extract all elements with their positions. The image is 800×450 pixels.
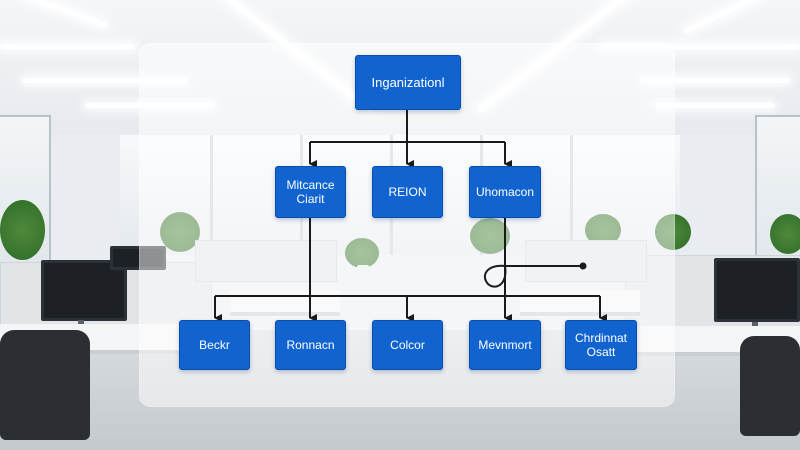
- monitor: [41, 260, 127, 321]
- ceiling-light: [655, 103, 775, 108]
- office-chair: [0, 330, 90, 440]
- node-bottom-1[interactable]: Beckr: [179, 320, 250, 370]
- node-bottom-5[interactable]: Chrdinnat Osatt: [565, 320, 637, 370]
- ceiling-light: [600, 44, 800, 49]
- connector-endpoint-dot: [579, 262, 587, 270]
- node-middle-2[interactable]: REION: [372, 166, 443, 218]
- monitor: [714, 258, 800, 322]
- node-bottom-4[interactable]: Mevnmort: [469, 320, 541, 370]
- node-bottom-2[interactable]: Ronnacn: [275, 320, 346, 370]
- plant: [0, 200, 45, 260]
- plant: [770, 214, 800, 254]
- node-root[interactable]: Inganizationl: [355, 55, 461, 110]
- office-chair: [740, 336, 800, 436]
- ceiling-light: [640, 78, 790, 83]
- node-middle-3[interactable]: Uhomacon: [469, 166, 541, 218]
- node-middle-1[interactable]: Mitcance Ciarit: [275, 166, 346, 218]
- ceiling-light: [0, 44, 135, 49]
- node-bottom-3[interactable]: Colcor: [372, 320, 443, 370]
- connector-loop: [483, 264, 507, 288]
- ceiling-light: [22, 78, 187, 83]
